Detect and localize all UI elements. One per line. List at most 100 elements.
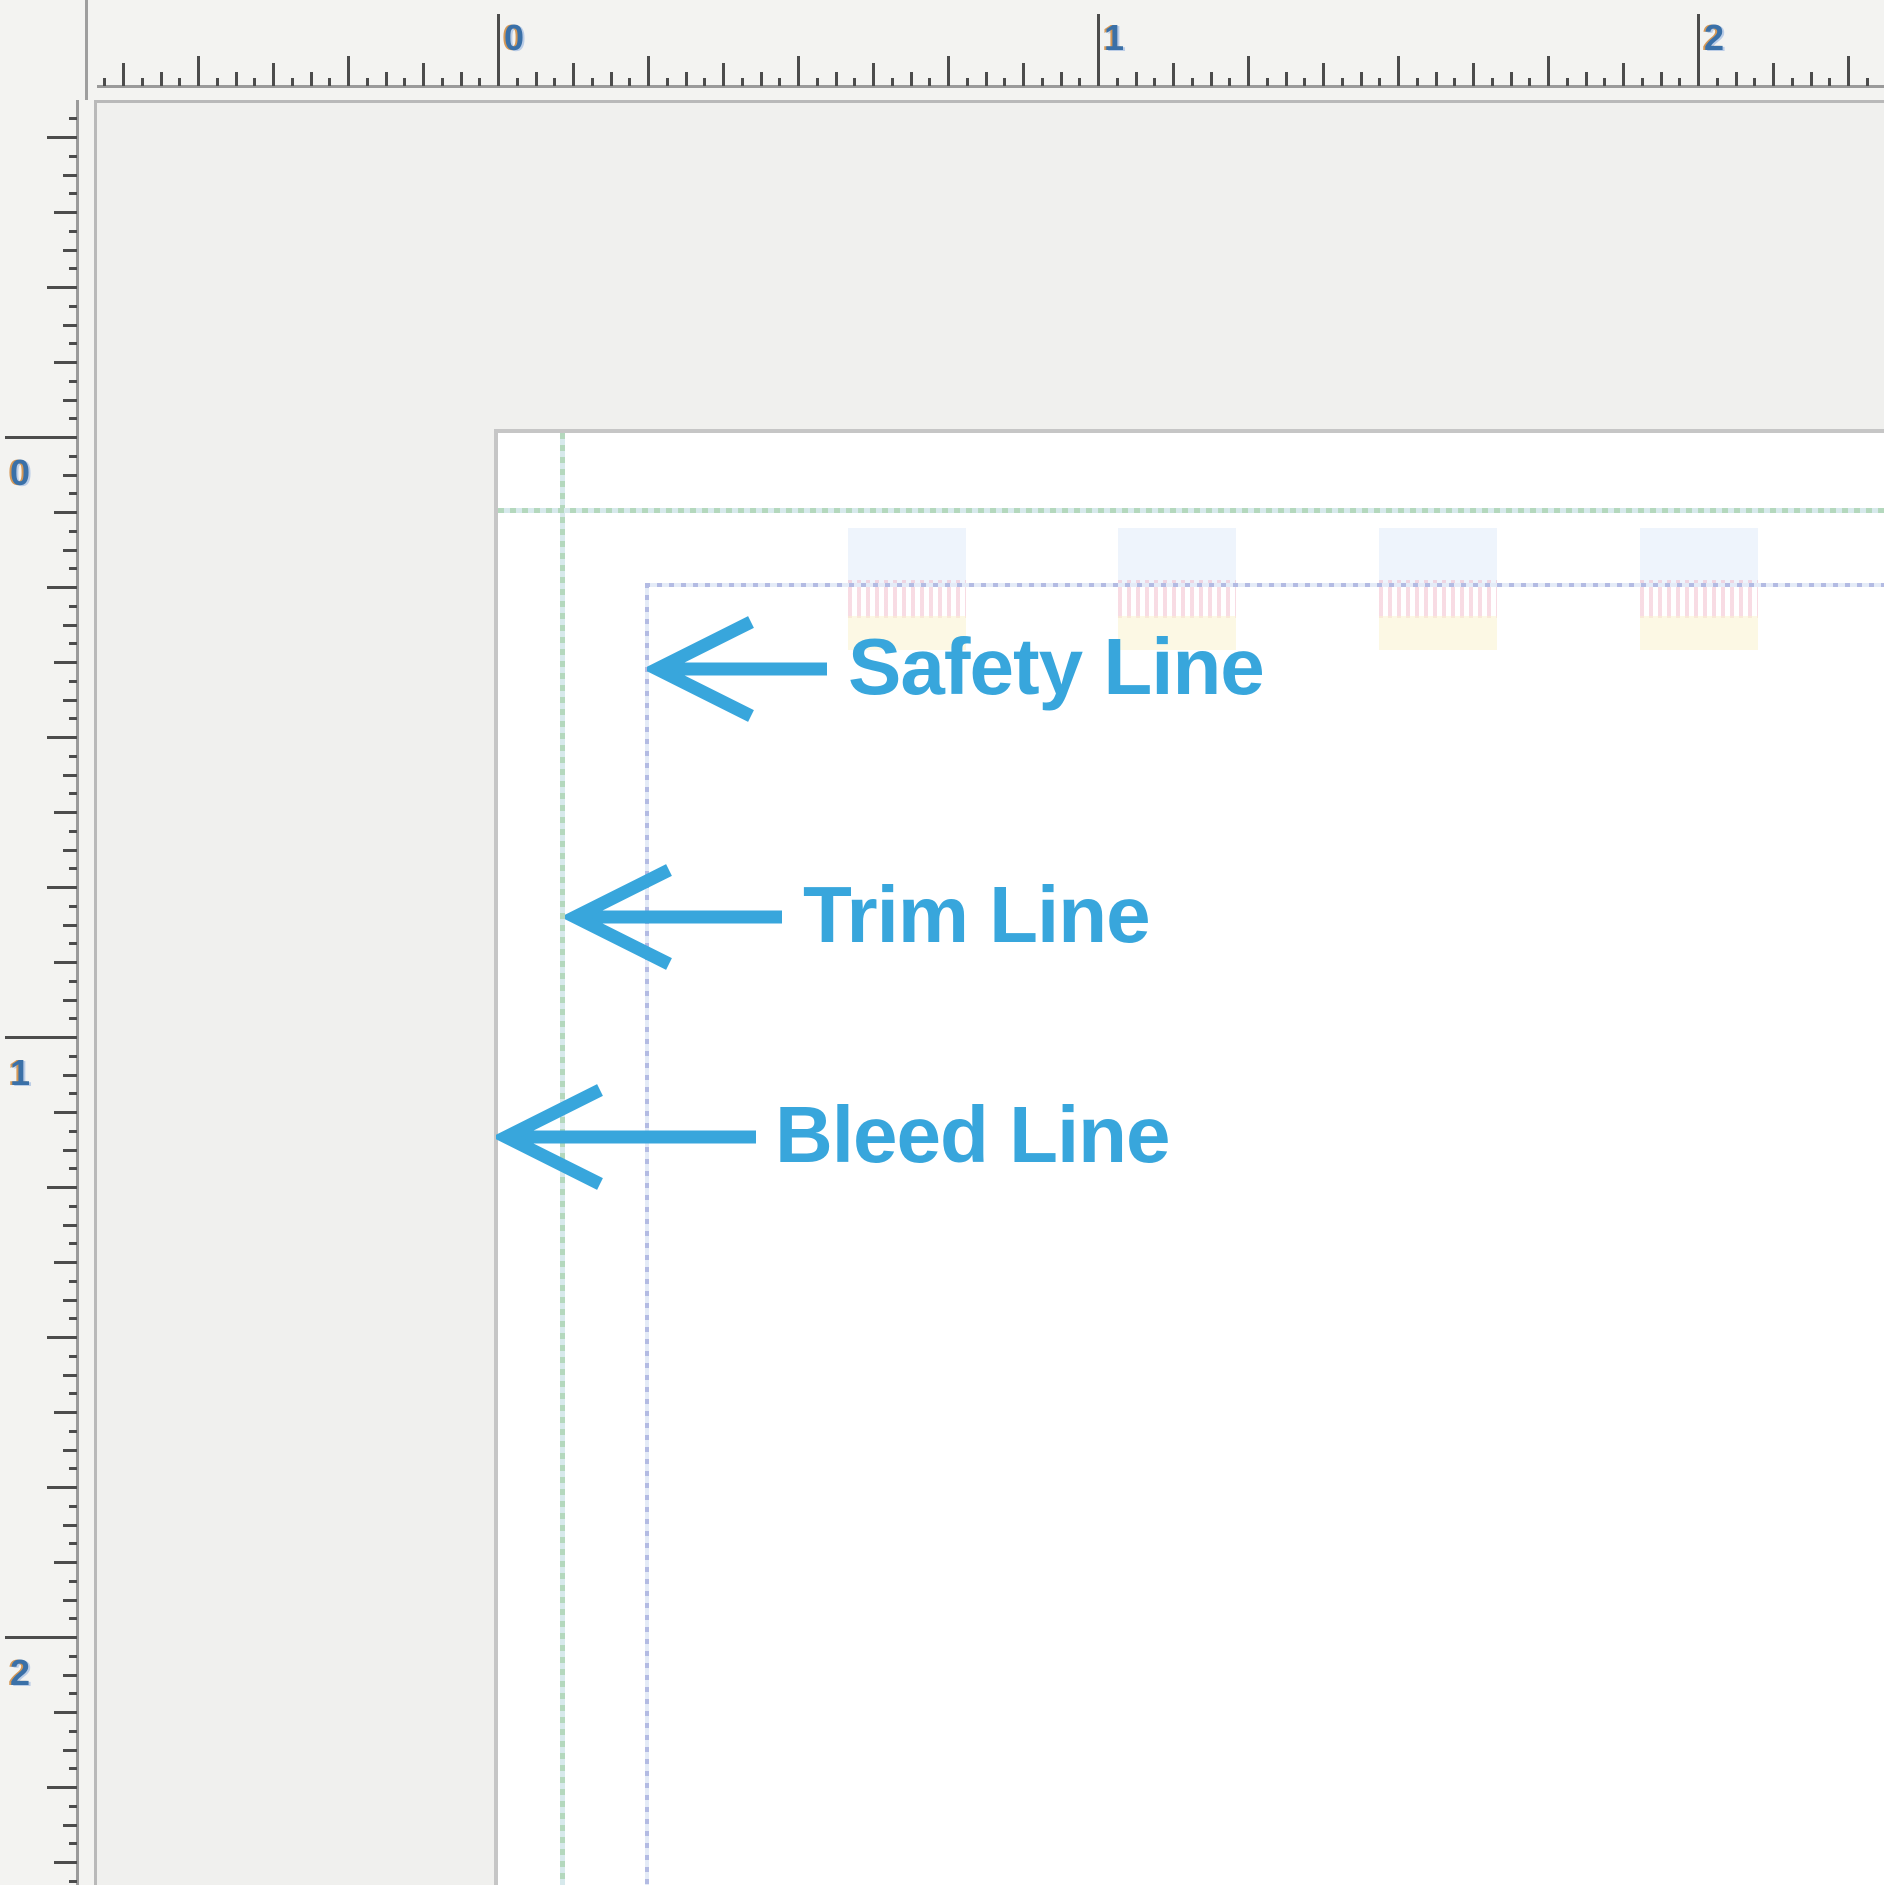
ruler-tick: [69, 1355, 77, 1358]
ruler-tick: [1135, 72, 1138, 86]
ruler-tick: [63, 474, 77, 477]
ruler-number: 1: [10, 1052, 31, 1093]
ruler-tick: [1528, 78, 1531, 86]
ruler-tick: [478, 78, 481, 86]
ruler-tick: [63, 174, 77, 177]
ruler-tick: [1153, 78, 1156, 86]
ruler-tick: [591, 78, 594, 86]
ruler-tick: [54, 811, 77, 814]
ruler-tick: [63, 1149, 77, 1152]
ruler-tick: [5, 1636, 77, 1639]
ruler-tick: [1622, 63, 1625, 86]
ruler-tick: [63, 1524, 77, 1527]
ruler-tick: [910, 72, 913, 86]
ruler-tick: [69, 342, 77, 345]
ruler-tick: [47, 886, 77, 889]
left-arrow-icon-trim: [565, 864, 782, 970]
ruler-tick: [328, 78, 331, 86]
ruler-tick: [835, 72, 838, 86]
ruler-tick: [54, 511, 77, 514]
ruler-tick: [69, 267, 77, 270]
ruler-tick: [54, 1711, 77, 1714]
ruler-tick: [928, 78, 931, 86]
ruler-tick: [69, 1655, 77, 1658]
ruler-tick: [54, 1861, 77, 1864]
ruler-baseline: [76, 100, 79, 1885]
ruler-tick: [1453, 78, 1456, 86]
ruler-tick: [1491, 78, 1494, 86]
ruler-tick: [741, 78, 744, 86]
ruler-tick: [69, 1542, 77, 1545]
ruler-tick: [1285, 72, 1288, 86]
ruler-tick: [1641, 78, 1644, 86]
ruler-tick: [1378, 78, 1381, 86]
trim-line-label: Trim Line: [803, 870, 1151, 960]
ruler-tick: [69, 1692, 77, 1695]
ruler-tick: [497, 14, 500, 86]
ruler-tick: [69, 1167, 77, 1170]
ruler-tick: [47, 1786, 77, 1789]
ruler-tick: [69, 230, 77, 233]
ruler-tick: [69, 605, 77, 608]
ruler-tick: [69, 830, 77, 833]
ruler-tick: [797, 56, 800, 86]
ruler-tick: [1678, 78, 1681, 86]
ruler-tick: [69, 1092, 77, 1095]
ruler-tick: [1172, 63, 1175, 86]
ruler-tick: [69, 380, 77, 383]
ruler-tick: [1791, 78, 1794, 86]
ruler-tick: [272, 63, 275, 86]
ruler-tick: [178, 78, 181, 86]
ruler-tick: [310, 72, 313, 86]
ruler-tick: [54, 211, 77, 214]
ruler-tick: [69, 867, 77, 870]
ruler-tick: [63, 774, 77, 777]
ruler-tick: [63, 1449, 77, 1452]
ruler-tick: [1341, 78, 1344, 86]
ruler-tick: [69, 1392, 77, 1395]
ruler-tick: [1697, 14, 1700, 86]
ruler-tick: [1228, 78, 1231, 86]
ghost-content-block: [1379, 528, 1497, 586]
ruler-tick: [985, 72, 988, 86]
ruler-tick: [69, 1205, 77, 1208]
ruler-tick: [1866, 78, 1869, 86]
ghost-content-block: [1640, 616, 1758, 650]
trim-guide-horizontal[interactable]: [498, 508, 1884, 513]
ruler-tick: [69, 1580, 77, 1583]
safety-guide-vertical[interactable]: [645, 583, 649, 1885]
ruler-tick: [1472, 63, 1475, 86]
ruler-tick: [1116, 78, 1119, 86]
ruler-tick: [1585, 72, 1588, 86]
ruler-tick: [1041, 78, 1044, 86]
ruler-tick: [54, 661, 77, 664]
safety-guide-horizontal[interactable]: [645, 583, 1884, 587]
ruler-tick: [54, 361, 77, 364]
ruler-tick: [141, 78, 144, 86]
ruler-number: 0: [10, 452, 31, 493]
ruler-tick: [1266, 78, 1269, 86]
ruler-border: [0, 100, 1884, 103]
ruler-tick: [69, 1767, 77, 1770]
ruler-tick: [69, 305, 77, 308]
ruler-tick: [54, 1561, 77, 1564]
ruler-tick: [69, 1880, 77, 1883]
ruler-tick: [1060, 72, 1063, 86]
ruler-tick: [69, 1467, 77, 1470]
ruler-tick: [1078, 78, 1081, 86]
ruler-tick: [460, 72, 463, 86]
ruler-tick: [69, 717, 77, 720]
ruler-tick: [47, 136, 77, 139]
ruler-border: [94, 100, 97, 1885]
ruler-tick: [760, 72, 763, 86]
ruler-tick: [1210, 72, 1213, 86]
ruler-tick: [63, 399, 77, 402]
ruler-tick: [69, 1505, 77, 1508]
ruler-tick: [1097, 14, 1100, 86]
ruler-tick: [69, 1242, 77, 1245]
ruler-tick: [647, 56, 650, 86]
ruler-tick: [69, 567, 77, 570]
ruler-tick: [69, 1280, 77, 1283]
